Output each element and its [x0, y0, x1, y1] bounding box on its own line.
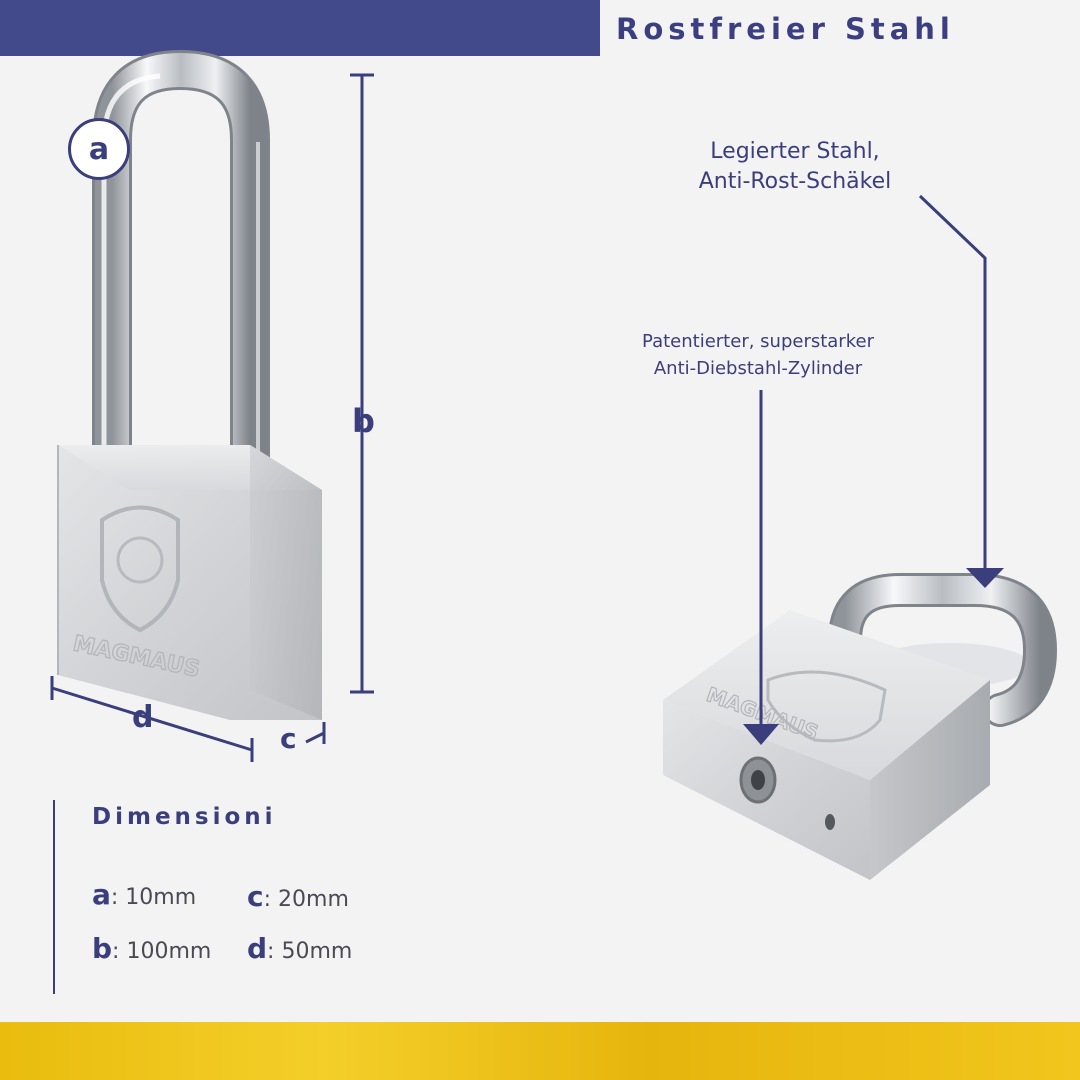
dimension-item-value: : 20mm — [263, 887, 349, 912]
left-padlock-shackle — [92, 49, 270, 500]
dimension-item-value: : 10mm — [110, 885, 197, 910]
dimension-item-key: a — [92, 878, 111, 911]
dimension-label-b: b — [352, 402, 375, 440]
steel-callout-line-2: Anti-Rost-Schäkel — [698, 169, 892, 194]
cylinder-callout-line-1: Patentierter, superstarker — [642, 331, 874, 352]
dimension-item-a: a: 10mm — [92, 878, 196, 911]
dimension-item-key: b — [92, 932, 113, 965]
dimension-label-d: d — [132, 700, 154, 735]
dimension-item-key: c — [247, 880, 264, 913]
dimension-item-d: d: 50mm — [247, 932, 352, 965]
dimension-item-key: d — [247, 932, 268, 965]
dimension-item-value: : 50mm — [267, 939, 353, 964]
dimension-label-c: c — [280, 722, 297, 755]
right-padlock: MAGMAUS — [663, 573, 1058, 880]
bottom-accent-band — [0, 1022, 1080, 1080]
header-title: Rostfreier Stahl — [616, 12, 955, 46]
dimension-item-c: c: 20mm — [247, 880, 349, 913]
dimension-line-d — [50, 676, 254, 762]
shackle-callout-arrow — [918, 194, 1004, 588]
cylinder-callout: Patentierter, superstarker Anti-Diebstah… — [598, 328, 918, 382]
dimension-badge-a: a — [68, 118, 130, 180]
steel-callout-line-1: Legierter Stahl, — [710, 139, 880, 164]
cylinder-callout-line-2: Anti-Diebstahl-Zylinder — [653, 358, 863, 379]
dimensions-divider — [53, 800, 55, 994]
header-bar — [0, 0, 600, 56]
cylinder-callout-arrow — [743, 390, 779, 745]
steel-callout: Legierter Stahl, Anti-Rost-Schäkel — [660, 137, 930, 197]
dimension-line-b — [350, 73, 374, 694]
dimension-item-value: : 100mm — [112, 939, 212, 964]
left-padlock-body: MAGMAUS — [57, 445, 322, 720]
dimensions-title: Dimensioni — [92, 804, 277, 830]
dimension-line-c — [305, 722, 326, 744]
dimension-item-b: b: 100mm — [92, 932, 211, 965]
